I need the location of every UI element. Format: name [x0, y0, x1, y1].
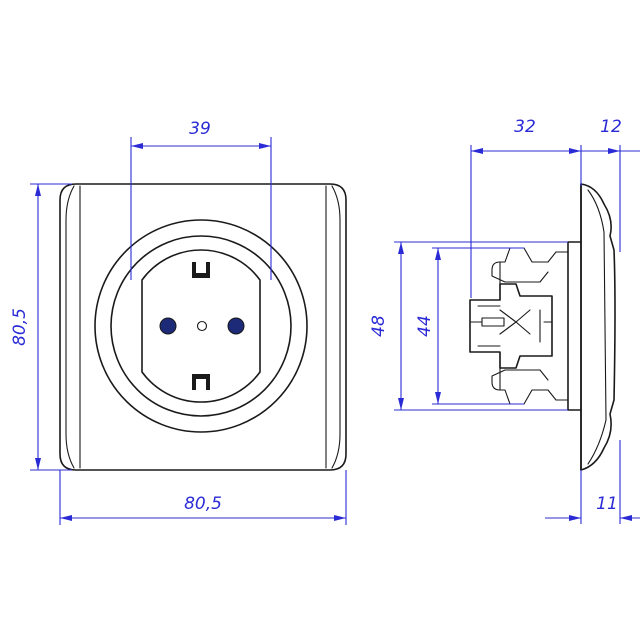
side-claw-top [491, 261, 549, 283]
dim-side-height-inner: 44 [415, 315, 435, 337]
side-body [567, 241, 582, 411]
earth-clip-top-inner [196, 262, 206, 273]
side-body-bottom-lug [499, 351, 569, 405]
side-dimensions: 32 12 48 44 11 [369, 117, 640, 524]
front-dimensions: 39 80,5 80,5 [10, 119, 347, 525]
side-claw-bottom [491, 369, 549, 391]
earth-clip-bottom-inner [196, 379, 206, 390]
side-frame-inner [587, 189, 607, 465]
front-view [59, 183, 347, 471]
front-frame-left-bevel [65, 185, 75, 469]
side-terminal-detail [477, 305, 541, 347]
socket-inner-ring [110, 235, 292, 417]
socket-recess [141, 249, 261, 403]
dim-side-depth: 32 [514, 117, 536, 137]
dim-front-height: 80,5 [10, 308, 30, 346]
dim-front-width: 80,5 [184, 494, 222, 514]
side-terminal-screw [481, 317, 505, 327]
dim-side-bottom: 11 [596, 494, 618, 514]
contact-hole-left [159, 317, 177, 335]
center-screw [196, 320, 208, 332]
dim-socket-width: 39 [189, 119, 211, 139]
dim-side-height-outer: 48 [369, 315, 389, 337]
side-frame-profile [580, 183, 616, 471]
front-frame-right-bevel [331, 185, 341, 469]
side-view [469, 183, 616, 471]
side-body-top-lug [499, 247, 569, 301]
side-terminal-block [469, 283, 553, 369]
socket-outer-ring [94, 219, 308, 433]
dim-side-frame-depth: 12 [600, 117, 622, 137]
front-frame-outer [59, 183, 347, 471]
contact-hole-right [227, 317, 245, 335]
